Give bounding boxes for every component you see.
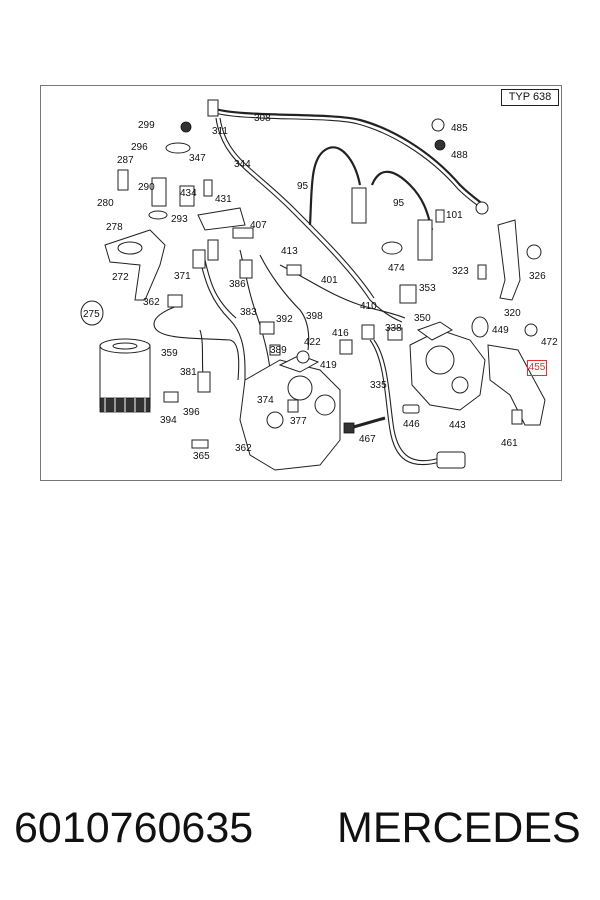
callout-275: 275 xyxy=(83,309,100,320)
callout-422: 422 xyxy=(304,337,321,348)
callout-101: 101 xyxy=(446,210,463,221)
callout-95-left: 95 xyxy=(297,181,309,192)
callout-326: 326 xyxy=(529,271,546,282)
model-type-label: TYP 638 xyxy=(501,89,559,106)
callout-461: 461 xyxy=(501,438,518,449)
part-number: 6010760635 xyxy=(14,804,254,852)
callout-381: 381 xyxy=(180,367,197,378)
callout-413: 413 xyxy=(281,246,298,257)
callout-410: 410 xyxy=(360,301,377,312)
callout-383: 383 xyxy=(240,307,257,318)
callout-362-top: 362 xyxy=(143,297,160,308)
callout-353: 353 xyxy=(419,283,436,294)
callout-365: 365 xyxy=(193,451,210,462)
connector-446 xyxy=(402,404,466,469)
small-fittings xyxy=(117,99,542,449)
bolt-467 xyxy=(343,416,386,434)
callout-396: 396 xyxy=(183,407,200,418)
callout-431: 431 xyxy=(215,194,232,205)
callout-323: 323 xyxy=(452,266,469,277)
callout-392: 392 xyxy=(276,314,293,325)
callout-95-right: 95 xyxy=(393,198,405,209)
callout-488: 488 xyxy=(451,150,468,161)
callout-287: 287 xyxy=(117,155,134,166)
bracket-455 xyxy=(487,344,546,426)
callout-485: 485 xyxy=(451,123,468,134)
fuel-pump-assembly xyxy=(409,321,486,411)
filter-bracket xyxy=(104,229,166,301)
injection-pump xyxy=(239,354,341,471)
callout-407: 407 xyxy=(250,220,267,231)
callout-347: 347 xyxy=(189,153,206,164)
callout-446: 446 xyxy=(403,419,420,430)
callout-377: 377 xyxy=(290,416,307,427)
callout-389: 389 xyxy=(270,345,287,356)
callout-299: 299 xyxy=(138,120,155,131)
callout-359: 359 xyxy=(161,348,178,359)
callout-311: 311 xyxy=(212,126,228,137)
callout-308: 308 xyxy=(254,113,271,124)
callout-280: 280 xyxy=(97,198,114,209)
callout-320: 320 xyxy=(504,308,521,319)
fuel-lines xyxy=(153,106,485,466)
callout-338: 338 xyxy=(385,323,402,334)
callout-371: 371 xyxy=(174,271,191,282)
highlighted-part-label: 455 xyxy=(528,362,546,373)
callout-474: 474 xyxy=(388,263,405,274)
callout-275-circle: 275 xyxy=(80,300,104,326)
callout-296: 296 xyxy=(131,142,148,153)
callout-419: 419 xyxy=(320,360,337,371)
highlighted-part-box xyxy=(527,360,547,376)
callout-350: 350 xyxy=(414,313,431,324)
callout-335: 335 xyxy=(370,380,387,391)
callout-290: 290 xyxy=(138,182,155,193)
callout-394: 394 xyxy=(160,415,177,426)
components xyxy=(99,99,546,471)
callout-449: 449 xyxy=(492,325,509,336)
callout-416: 416 xyxy=(332,328,349,339)
callout-278: 278 xyxy=(106,222,123,233)
callout-398: 398 xyxy=(306,311,323,322)
fuel-filter xyxy=(99,338,151,413)
callout-467: 467 xyxy=(359,434,376,445)
callout-434: 434 xyxy=(180,188,197,199)
footer-caption: 6010760635 MERCEDES xyxy=(0,800,600,860)
callout-272: 272 xyxy=(112,272,129,283)
callout-386: 386 xyxy=(229,279,246,290)
bracket-320 xyxy=(497,219,521,301)
callout-293: 293 xyxy=(171,214,188,225)
callout-labels: 299 311 308 296 347 344 287 290 434 431 … xyxy=(80,113,558,462)
callout-344: 344 xyxy=(234,159,251,170)
callout-401: 401 xyxy=(321,275,338,286)
callout-362-bottom: 362 xyxy=(235,443,252,454)
callout-472: 472 xyxy=(541,337,558,348)
callout-374: 374 xyxy=(257,395,274,406)
callout-443: 443 xyxy=(449,420,466,431)
brand-name: MERCEDES xyxy=(337,804,581,852)
